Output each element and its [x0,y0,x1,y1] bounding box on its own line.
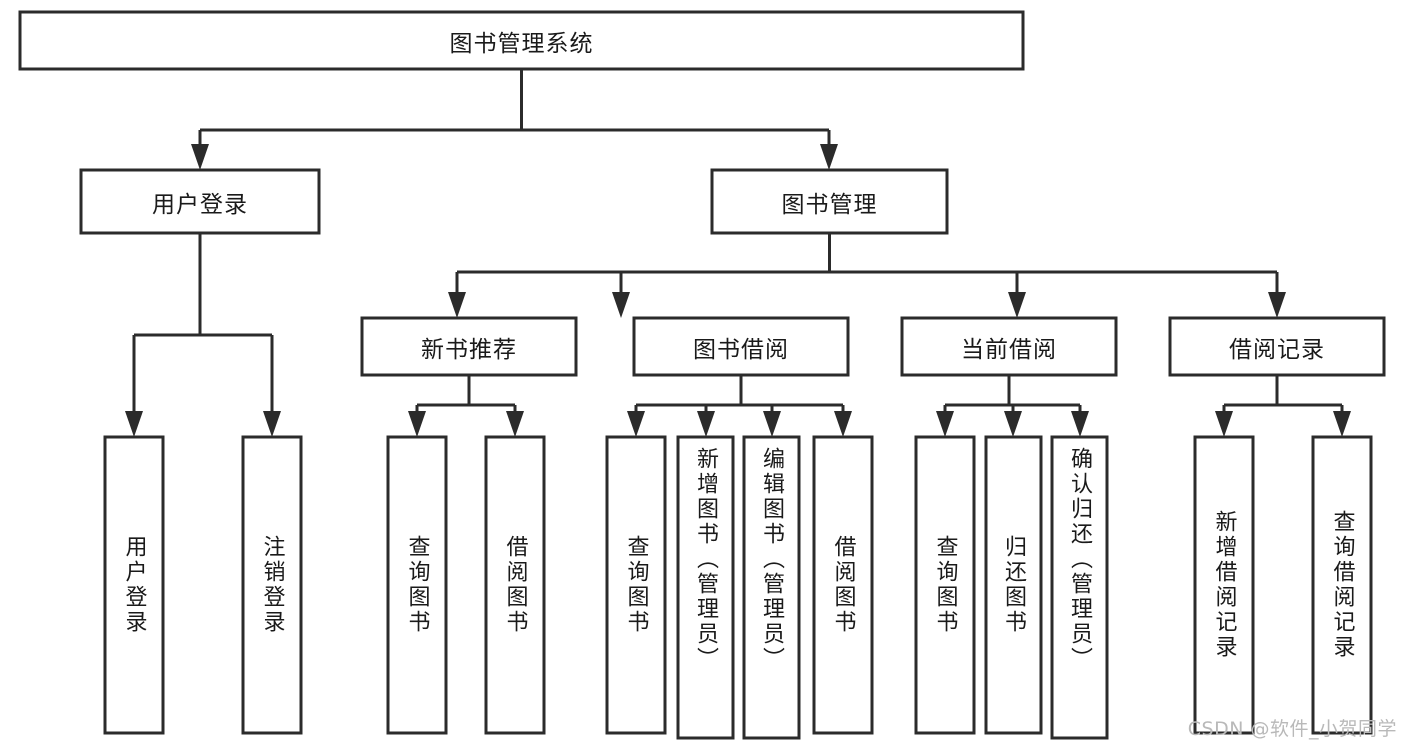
arrow-head-icon [627,411,645,437]
node-box-leaf-query-book-borrow[interactable] [605,435,667,735]
arrow-head-icon [612,292,630,318]
arrow-head-icon [506,411,524,437]
arrow-head-icon [1268,292,1286,318]
node-box-leaf-user-login[interactable] [103,435,165,735]
arrow-head-icon [763,411,781,437]
node-box-borrow-record[interactable] [1168,316,1386,377]
node-box-leaf-add-borrow-record[interactable] [1193,435,1255,735]
node-box-leaf-confirm-return-admin[interactable] [1050,435,1109,740]
arrow-head-icon [1008,292,1026,318]
node-box-book-borrow[interactable] [632,316,850,377]
arrow-head-icon [448,292,466,318]
arrow-head-icon [820,144,838,170]
node-box-leaf-query-borrow-record[interactable] [1311,435,1373,735]
watermark-text: CSDN @软件_小贺同学 [1187,718,1397,740]
node-box-root[interactable] [18,10,1025,71]
boxes-layer [18,10,1386,740]
node-box-book-management[interactable] [710,168,949,235]
arrow-head-icon [125,411,143,437]
arrow-head-icon [1333,411,1351,437]
arrow-head-icon [697,411,715,437]
node-box-leaf-return-book[interactable] [984,435,1043,735]
arrow-head-icon [1215,411,1233,437]
arrow-head-icon [408,411,426,437]
node-box-new-book-recommend[interactable] [360,316,578,377]
node-box-leaf-query-book-recommend[interactable] [386,435,448,735]
arrow-head-icon [1004,411,1022,437]
arrow-head-icon [263,411,281,437]
node-box-current-borrow[interactable] [900,316,1118,377]
node-box-user-login[interactable] [79,168,321,235]
node-box-leaf-borrow-book[interactable] [812,435,874,735]
connectors-layer [125,69,1351,437]
node-box-leaf-edit-book-admin[interactable] [742,435,801,740]
arrow-head-icon [191,144,209,170]
node-box-leaf-add-book-admin[interactable] [676,435,735,740]
arrow-head-icon [936,411,954,437]
node-box-leaf-query-book-current[interactable] [914,435,976,735]
arrow-head-icon [834,411,852,437]
arrow-head-icon [1071,411,1089,437]
node-box-leaf-borrow-book-recommend[interactable] [484,435,546,735]
node-box-leaf-user-logout[interactable] [241,435,303,735]
